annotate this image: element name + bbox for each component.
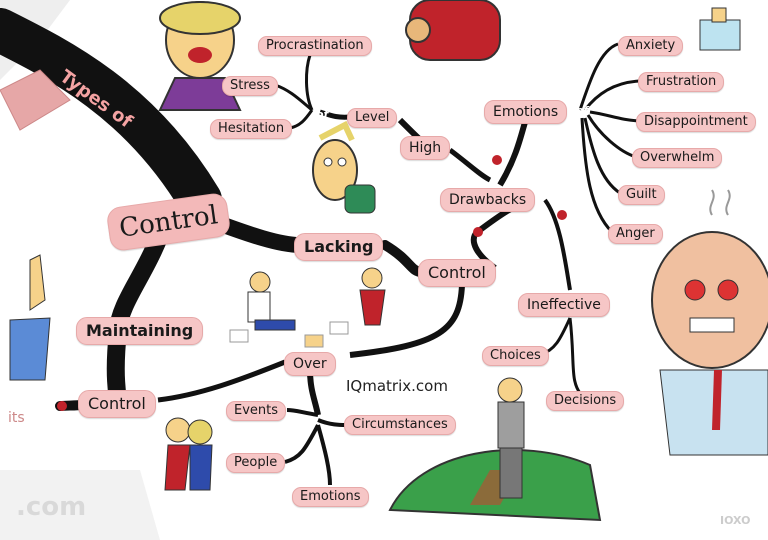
branch-control-over [157, 359, 286, 403]
branch-overwhelm [586, 114, 637, 159]
branch-frustration [583, 79, 641, 111]
dancing-couple-illustration [164, 417, 213, 491]
its-fragment: its [8, 410, 25, 426]
branch-ineffective [543, 198, 572, 291]
junction-dot [492, 155, 502, 165]
angry-man-illustration [651, 189, 768, 456]
decisions-node: Decisions [546, 391, 625, 411]
crane-illustration [0, 69, 71, 131]
frustration-node: Frustration [638, 72, 725, 92]
branch-level-of [319, 109, 351, 120]
hesitation-node: Hesitation [210, 119, 293, 139]
ineffective-node: Ineffective [518, 293, 610, 317]
overwhelm-node: Overwhelm [632, 148, 723, 168]
people-node: People [226, 453, 286, 473]
branch-procrastination [305, 54, 314, 111]
emotions-bottom-node: Emotions [292, 487, 369, 507]
branch-high-drawbacks [448, 148, 492, 183]
junction-dot [473, 227, 483, 237]
events-node: Events [226, 401, 287, 421]
branch-emotions-right [497, 121, 528, 187]
branch-hesitation [289, 109, 314, 130]
branch-over-down [307, 369, 321, 416]
guilt-node: Guilt [618, 185, 665, 205]
anxiety-node: Anxiety [618, 36, 684, 56]
branch-events [286, 408, 319, 417]
branch-circumstances [317, 418, 347, 427]
seated-person-illustration [405, 0, 501, 61]
procrastination-node: Procrastination [258, 36, 372, 56]
circumstances-node: Circumstances [344, 415, 456, 435]
junction-dot [57, 401, 67, 411]
branch-decisions [568, 317, 582, 394]
desk-worker-illustration [699, 7, 741, 51]
branch-anger [580, 117, 614, 234]
control-bottom-node: Control [78, 390, 156, 418]
of-right-label: of [576, 104, 589, 117]
disappointment-node: Disappointment [636, 112, 756, 132]
level-node: Level [347, 108, 398, 128]
watermark-text: IQmatrix.com [344, 377, 450, 395]
branch-stress [274, 83, 313, 112]
corner-watermark: IOXO [720, 514, 751, 527]
dotcom-fragment: .com [16, 492, 87, 522]
branch-emotions-bottom [316, 424, 332, 486]
stress-node: Stress [222, 76, 278, 96]
emotions-right-node: Emotions [484, 100, 568, 124]
branch-guilt [583, 117, 621, 195]
hand-illustration [9, 254, 51, 381]
stressed-workers-illustration [229, 267, 386, 348]
high-node: High [400, 136, 451, 160]
branch-lacking-control [380, 240, 425, 277]
hill-man-illustration [388, 377, 602, 522]
woman-illustration [158, 1, 242, 111]
junction-dot [557, 210, 567, 220]
anger-node: Anger [608, 224, 663, 244]
over-node: Over [284, 352, 336, 376]
worried-egg-illustration [312, 120, 376, 214]
corner-shade-bottom [0, 470, 160, 540]
branch-anxiety [578, 42, 619, 111]
choices-node: Choices [482, 346, 549, 366]
drawbacks-node: Drawbacks [440, 188, 536, 212]
branch-over [349, 284, 465, 358]
main-trunk [0, 8, 222, 222]
branch-people [284, 424, 320, 464]
control-center-node: Control [418, 259, 496, 287]
maintaining-node: Maintaining [76, 317, 204, 345]
of-left-label: of [316, 108, 329, 121]
lacking-node: Lacking [294, 233, 384, 261]
branch-disappointment [589, 110, 641, 123]
